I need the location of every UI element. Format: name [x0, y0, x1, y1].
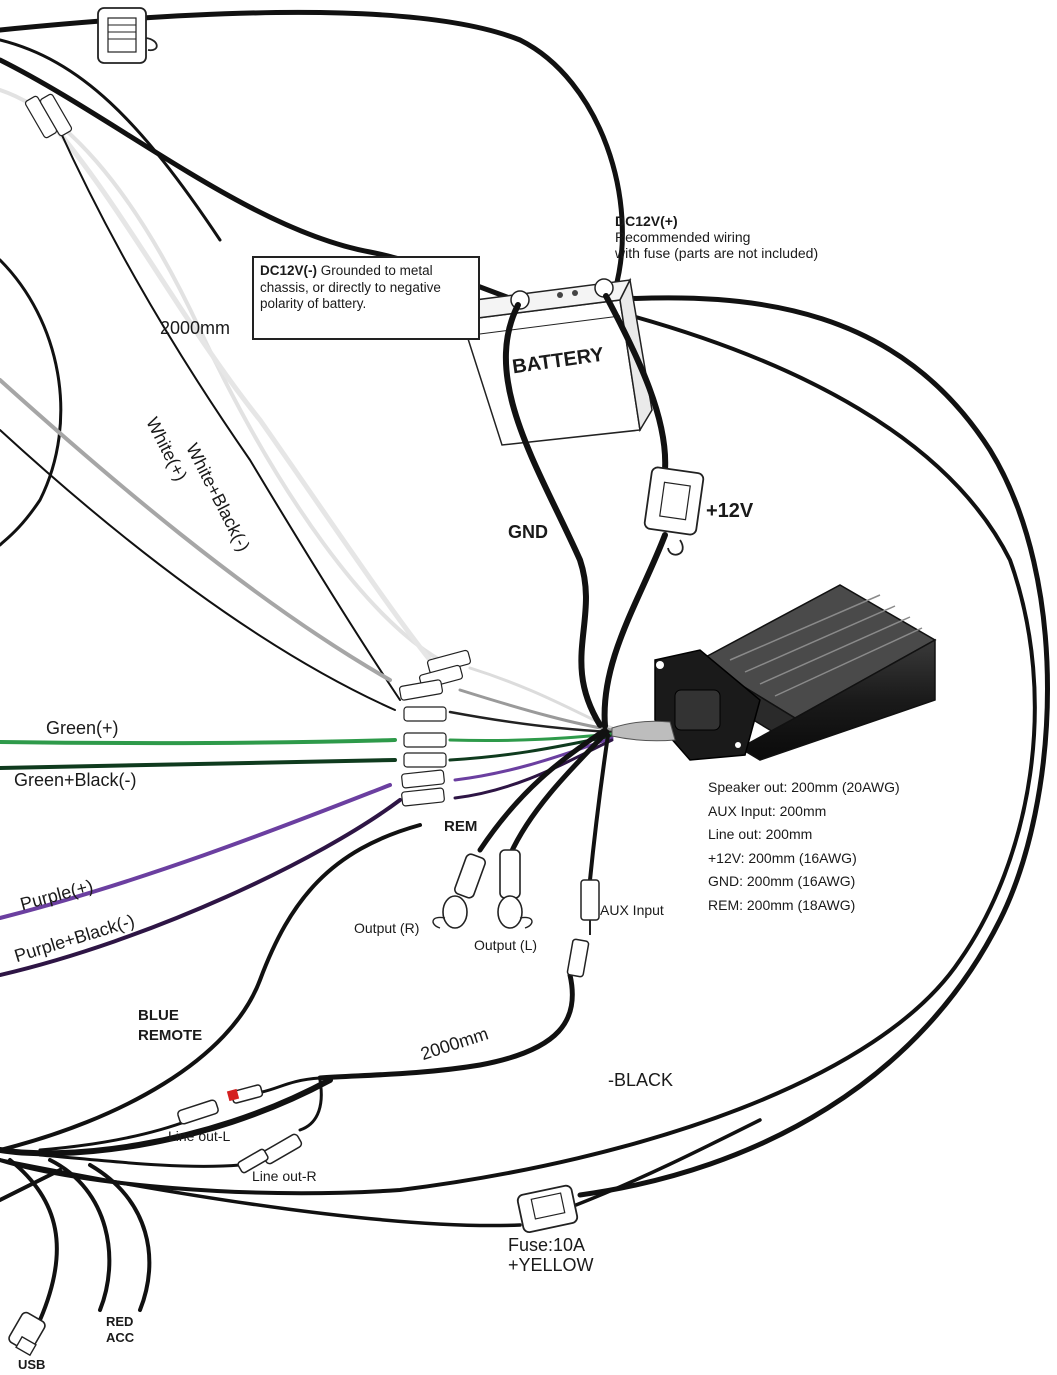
fuse-holder-top — [97, 7, 158, 64]
dark-purple-wire — [0, 798, 402, 977]
dc-negative-text-3: polarity of battery. — [260, 296, 367, 311]
dc-negative-text-2: chassis, or directly to negative — [260, 279, 441, 295]
spec-item: AUX Input: 200mm — [708, 802, 827, 819]
left-upper-wire — [0, 38, 222, 242]
rem-label: REM — [444, 818, 478, 835]
dc-negative-title: DC12V(-) — [260, 263, 318, 278]
fuse-holder-plus12v — [643, 466, 705, 556]
rca-l-lead — [507, 729, 610, 858]
dc-negative-note: DC12V(-) Grounded to metal chassis, or d… — [252, 256, 480, 340]
fuse-note: Fuse:10A +YELLOW — [508, 1235, 594, 1275]
plus12v-lead-2 — [601, 532, 668, 729]
gnd-lead — [502, 302, 603, 728]
wire-green-label: Green(+) — [46, 718, 119, 738]
red-acc-line-1: RED — [106, 1314, 134, 1329]
line-out-r-lead — [38, 1153, 242, 1168]
red-acc-line-2: ACC — [106, 1330, 135, 1345]
black-wires — [0, 10, 1050, 1322]
rca-output-r — [432, 853, 486, 929]
green-wire — [0, 738, 397, 746]
battery-leads — [477, 293, 669, 882]
line-out-l-wire — [260, 1076, 322, 1094]
blue-remote-label: BLUE REMOTE — [138, 1006, 202, 1046]
aux-input-label: AUX Input — [600, 902, 664, 918]
top-power-wire — [0, 10, 625, 293]
red-acc-label: RED ACC — [106, 1314, 134, 1346]
output-l-label: Output (L) — [474, 937, 538, 953]
spec-item: GND: 200mm (16AWG) — [708, 873, 856, 889]
short-left-wire — [0, 1168, 62, 1202]
dc-positive-line-1: Recommended wiring — [615, 229, 751, 245]
yellow-wire-fuse-lead — [574, 1118, 762, 1207]
aux-lead — [588, 733, 610, 882]
black-label: -BLACK — [608, 1070, 674, 1090]
blue-remote-wire — [0, 823, 422, 1152]
dark-green-wire — [0, 758, 397, 770]
plus12v-lead — [603, 293, 669, 473]
rca-output-l — [497, 849, 533, 929]
output-r-label: Output (R) — [354, 920, 420, 936]
usb-label: USB — [18, 1357, 46, 1372]
line-out-r-label: Line out-R — [252, 1168, 317, 1184]
line-out-r-wire — [298, 1078, 323, 1132]
lead-black — [448, 710, 614, 734]
spec-item: +12V: 200mm (16AWG) — [708, 849, 857, 866]
yellow-wire — [0, 1158, 522, 1228]
outer-loop-wire — [577, 295, 1050, 1198]
wire-green-black-label: Green+Black(-) — [14, 770, 137, 790]
acc-wire-2 — [88, 1163, 152, 1312]
fuse-holder-yellow — [516, 1184, 579, 1233]
dc-positive-line-2: with fuse (parts are not included) — [615, 245, 819, 261]
plus12v-label: +12V — [706, 500, 754, 522]
black-thin-wire — [54, 119, 401, 701]
dc-positive-title: DC12V(+) — [615, 213, 678, 229]
usb-connector — [8, 1311, 46, 1357]
lead-dkpurple — [453, 738, 614, 800]
line-out-l-lead — [38, 1118, 192, 1152]
left-loop-wire — [0, 258, 63, 547]
usb-wire — [8, 1158, 59, 1322]
rem-lead — [477, 727, 608, 853]
blue-remote-line-2: REMOTE — [138, 1027, 203, 1044]
outer-loop-wire-2 — [0, 308, 1037, 1196]
white-wire — [37, 107, 433, 663]
aux-jack — [566, 879, 600, 978]
aux-extension-wire — [317, 972, 575, 1081]
amplifier-graphic — [611, 584, 937, 761]
black-wire-mid — [0, 429, 396, 711]
spec-item: REM: 200mm (18AWG) — [708, 896, 856, 913]
gnd-label: GND — [508, 522, 548, 542]
harness-bundle — [0, 1077, 333, 1157]
spec-list: Speaker out: 200mm (20AWG) AUX Input: 20… — [708, 776, 900, 917]
butt-splices — [24, 93, 472, 807]
fuse-label: Fuse:10A — [508, 1235, 586, 1255]
gray-wire — [0, 378, 392, 682]
length-top-label: 2000mm — [160, 318, 231, 338]
dc-negative-text-1: Grounded to metal — [320, 263, 433, 278]
spec-item: Speaker out: 200mm (20AWG) — [708, 779, 900, 795]
white-wire-outer — [0, 88, 442, 662]
dc-positive-note: DC12V(+) Recommended wiring with fuse (p… — [615, 213, 818, 261]
line-out-l-label: Line out-L — [168, 1128, 231, 1144]
blue-remote-line-1: BLUE — [138, 1007, 179, 1024]
line-out-plugs — [177, 1084, 303, 1174]
purple-wire — [0, 783, 392, 920]
yellow-label: +YELLOW — [508, 1255, 594, 1275]
spec-item: Line out: 200mm — [708, 826, 813, 842]
red-acc-wire — [48, 1158, 112, 1312]
